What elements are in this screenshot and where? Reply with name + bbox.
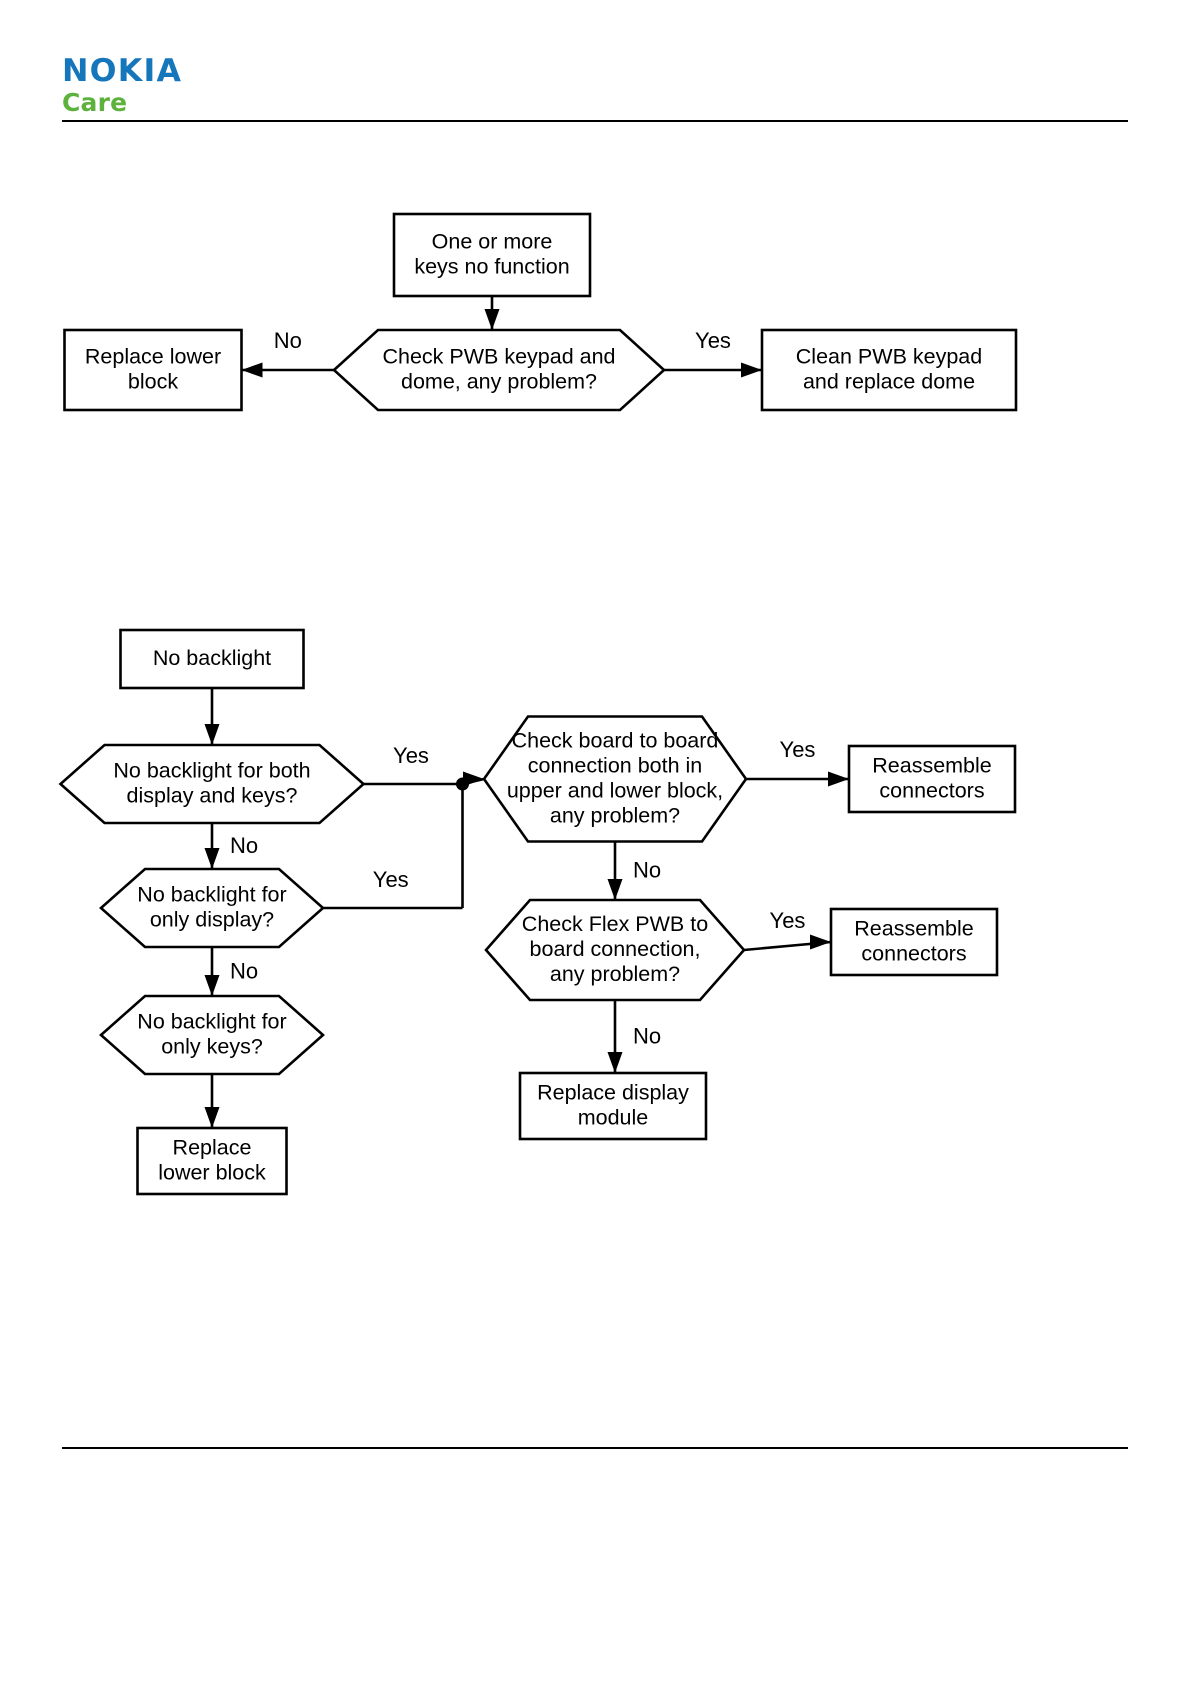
header-divider bbox=[62, 120, 1128, 122]
connector-junction-dot bbox=[456, 777, 469, 791]
edge-label: No bbox=[230, 833, 258, 858]
arrow-head bbox=[204, 848, 220, 869]
logo-nokia-wordmark: NOKIA bbox=[62, 53, 183, 89]
arrow-head bbox=[607, 879, 623, 900]
logo-care-wordmark: Care bbox=[62, 88, 128, 117]
arrow-head bbox=[810, 934, 831, 950]
edge-label: No bbox=[230, 958, 258, 983]
flow-node-b1: No backlight bbox=[119, 628, 305, 690]
node-label: No backlight bbox=[153, 646, 271, 670]
footer-divider bbox=[62, 1447, 1128, 1449]
page-header: NOKIA Care bbox=[0, 0, 1191, 130]
arrow-head bbox=[607, 1052, 623, 1073]
edge-label: Yes bbox=[393, 743, 429, 768]
edge-label: Yes bbox=[373, 867, 409, 892]
connector-layer: No Yes bbox=[241, 296, 762, 378]
arrow-head bbox=[241, 362, 263, 378]
arrow-head bbox=[204, 1107, 220, 1128]
edge-label: No bbox=[633, 1023, 661, 1048]
arrow-head bbox=[741, 362, 762, 378]
edge-label: Yes bbox=[695, 328, 731, 353]
arrow-head bbox=[828, 771, 849, 787]
arrow-head bbox=[463, 771, 484, 787]
edge-label: Yes bbox=[780, 737, 816, 762]
arrow-head bbox=[204, 975, 220, 996]
arrow-head bbox=[204, 724, 220, 745]
nokia-care-logo: NOKIA Care bbox=[62, 53, 183, 117]
edge-label: No bbox=[274, 328, 302, 353]
arrow-head bbox=[484, 309, 500, 330]
edge-label: Yes bbox=[770, 908, 806, 933]
edge-label: No bbox=[633, 858, 661, 883]
